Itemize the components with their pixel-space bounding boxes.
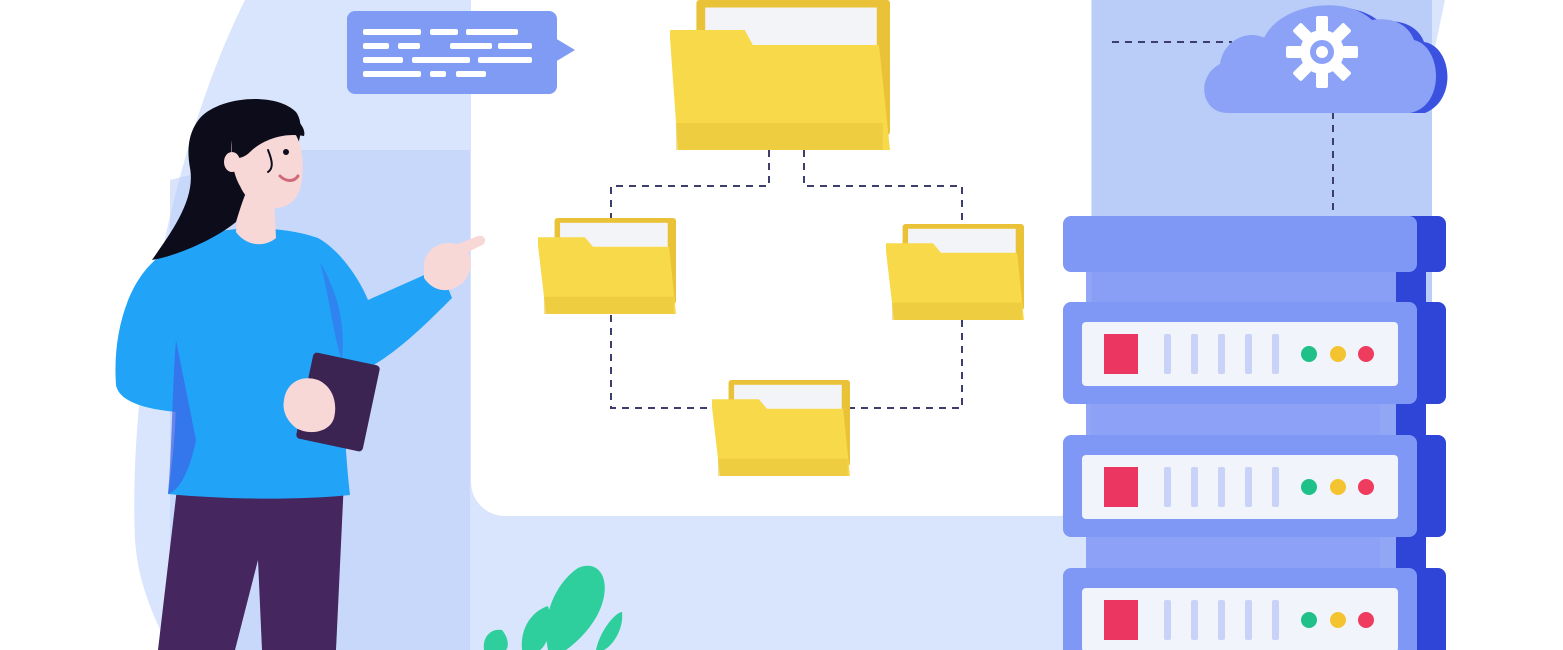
status-led-green [1301, 612, 1317, 628]
folder-icon [712, 380, 850, 476]
status-led-red [1358, 479, 1374, 495]
person-figure [115, 99, 486, 650]
status-led-yellow [1330, 479, 1346, 495]
drive-indicator [1104, 600, 1138, 640]
status-led-green [1301, 346, 1317, 362]
plant-icon [483, 565, 623, 650]
server-unit [1063, 435, 1446, 537]
folder-icon [538, 218, 676, 314]
status-led-yellow [1330, 612, 1346, 628]
status-led-yellow [1330, 346, 1346, 362]
cloud-connectors [1112, 41, 1334, 214]
status-led-red [1358, 612, 1374, 628]
drive-indicator [1104, 334, 1138, 374]
server-rack-icon [1063, 216, 1446, 650]
server-unit [1063, 568, 1446, 650]
speech-bubble-icon [347, 11, 575, 94]
server-unit [1063, 302, 1446, 404]
white-panel [471, 0, 1091, 516]
status-led-red [1358, 346, 1374, 362]
folder-icon [886, 224, 1024, 320]
folder-icon [670, 0, 890, 150]
status-led-green [1301, 479, 1317, 495]
cloud-gear-icon [1204, 5, 1448, 113]
drive-indicator [1104, 467, 1138, 507]
folder-connectors [610, 150, 963, 409]
